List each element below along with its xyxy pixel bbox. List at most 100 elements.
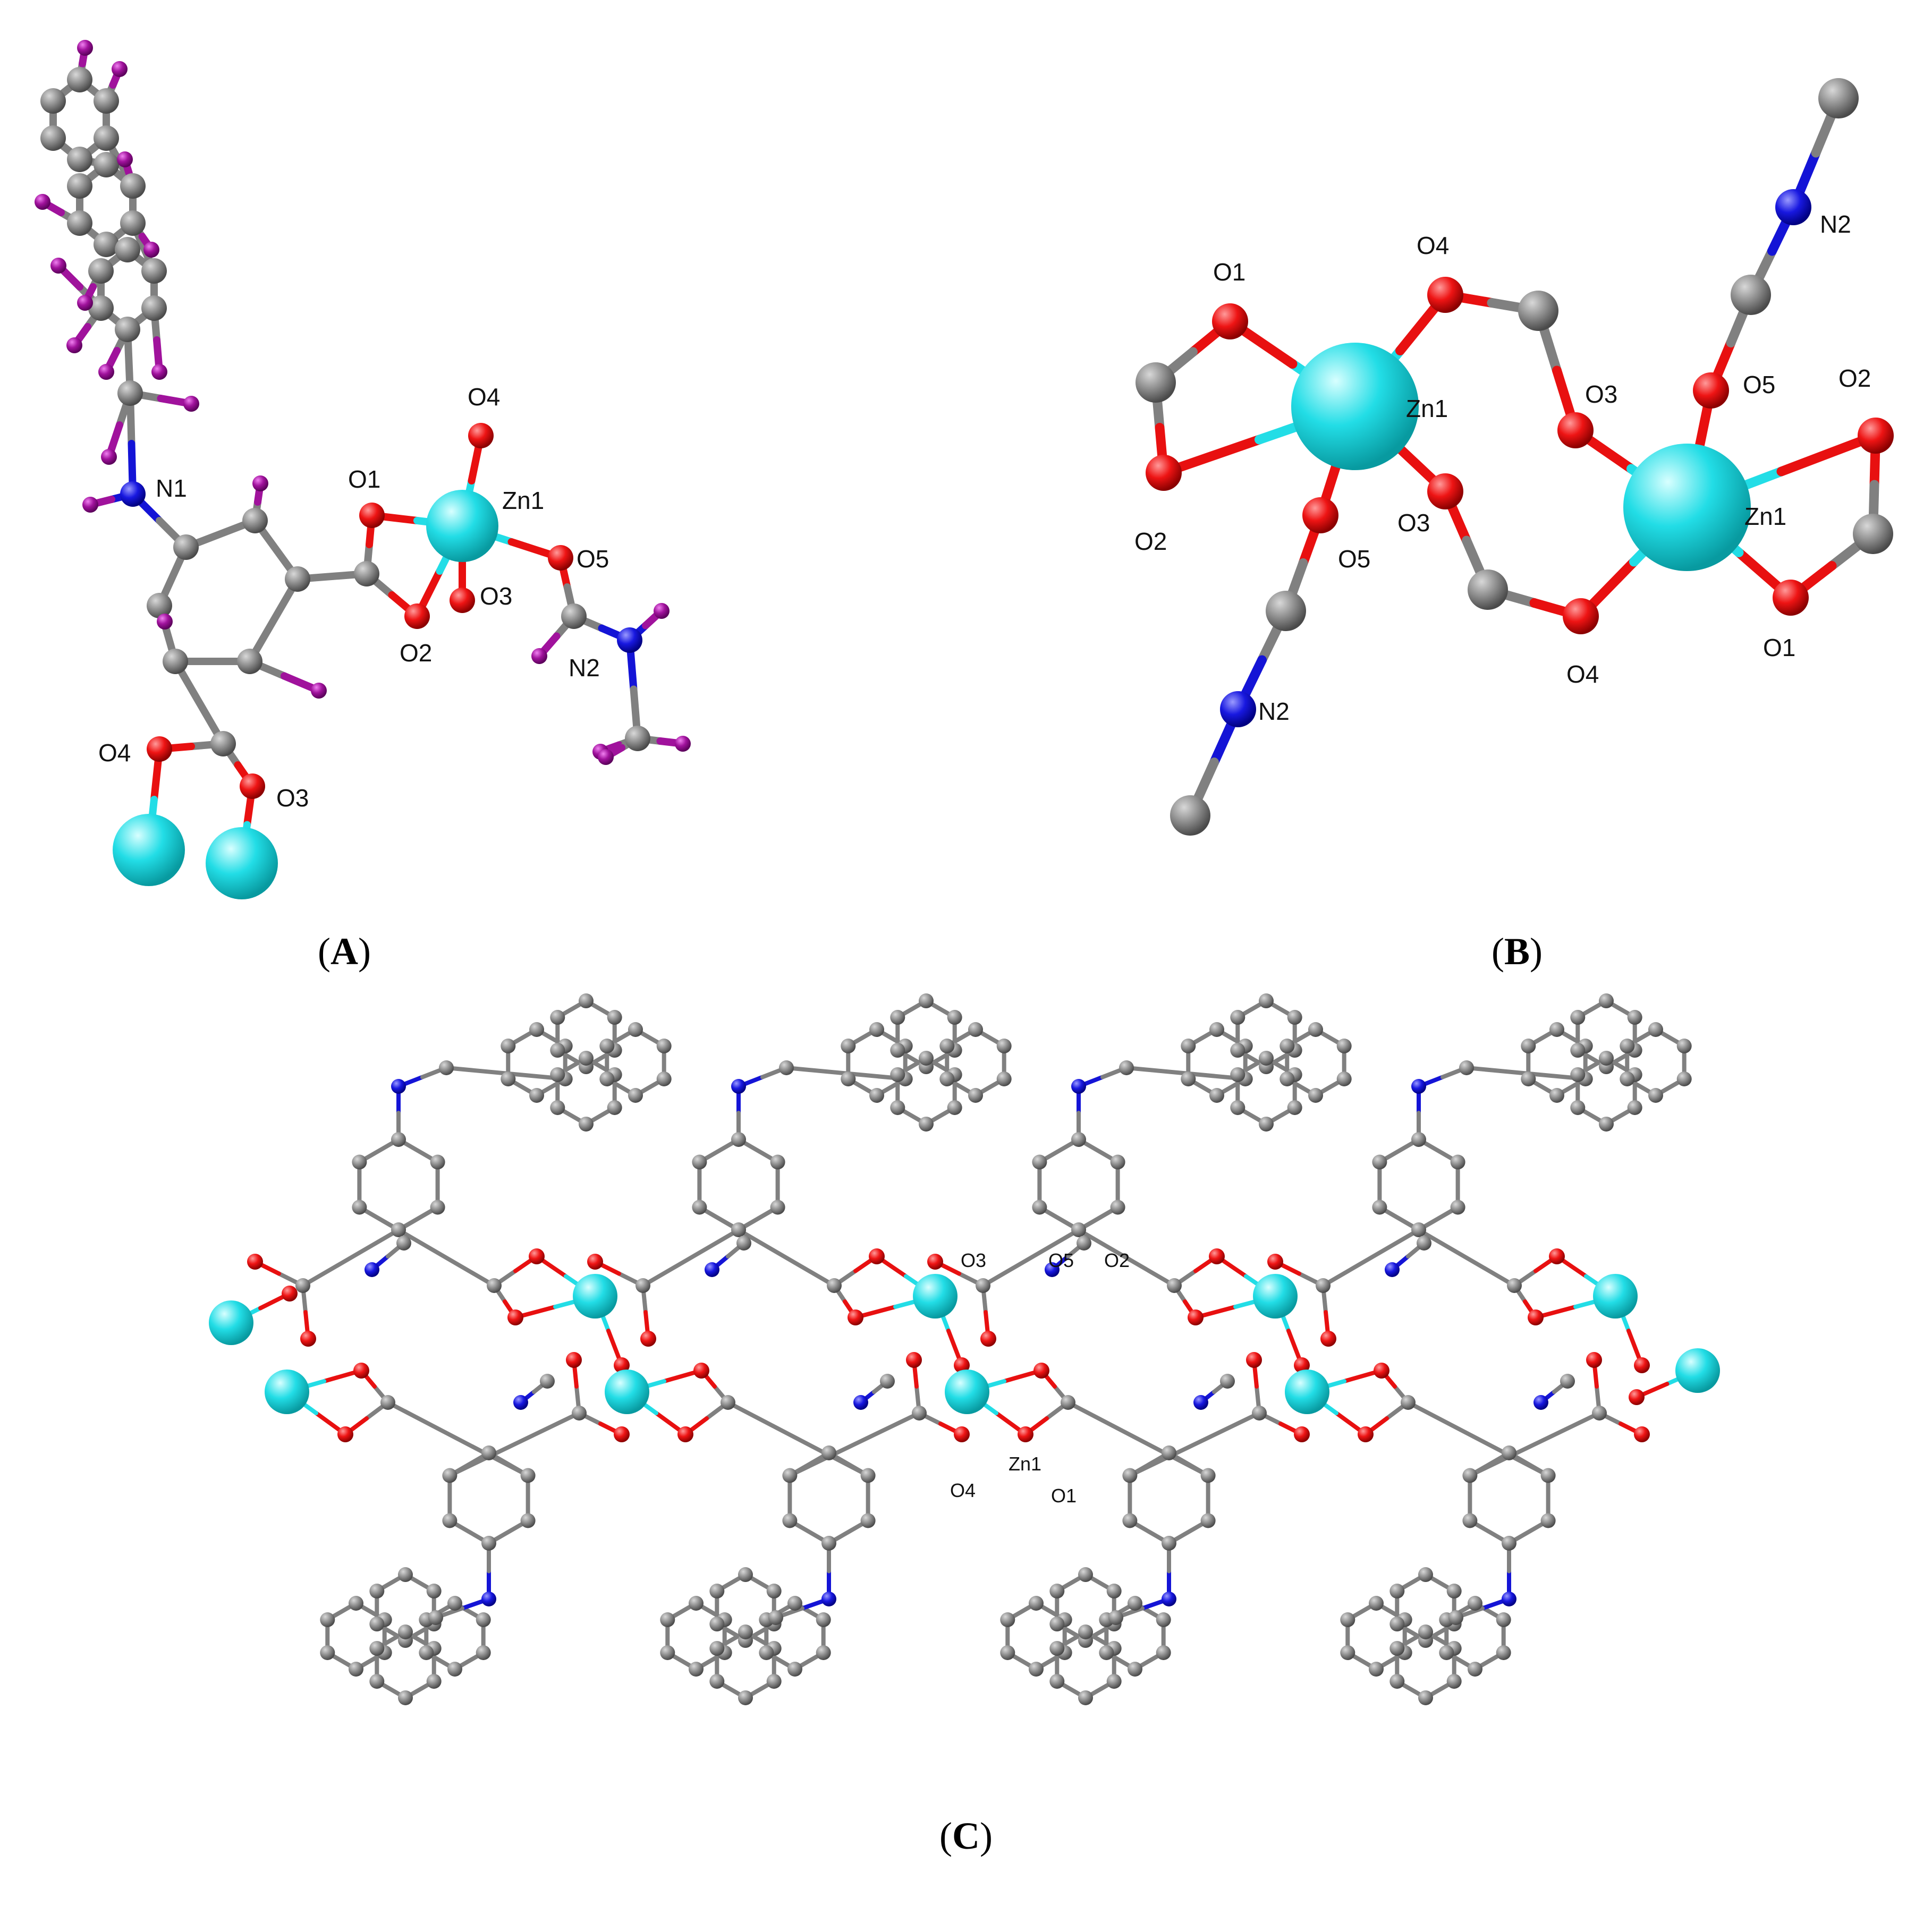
carbon-atom bbox=[442, 1513, 457, 1528]
carbon-atom bbox=[599, 1071, 615, 1086]
hydrogen-atom bbox=[82, 497, 98, 513]
carbon-atom bbox=[1106, 1673, 1122, 1689]
carbon-atom bbox=[1308, 1088, 1323, 1103]
oxygen-atom bbox=[1858, 418, 1894, 454]
oxygen-atom bbox=[147, 736, 172, 762]
nitrogen-atom bbox=[391, 1079, 406, 1094]
carbon-atom bbox=[391, 1132, 406, 1147]
nitrogen-atom bbox=[1775, 189, 1811, 225]
label-zn1: Zn1 bbox=[1009, 1453, 1041, 1475]
carbon-atom bbox=[295, 1278, 310, 1293]
label-n1: N1 bbox=[156, 474, 187, 502]
oxygen-atom bbox=[548, 545, 573, 571]
carbon-atom bbox=[1448, 1610, 1463, 1625]
hydrogen-atom bbox=[654, 603, 670, 619]
bond bbox=[172, 658, 227, 747]
zinc-atom bbox=[1253, 1274, 1298, 1319]
label-o1: O1 bbox=[348, 465, 380, 493]
oxygen-atom bbox=[614, 1426, 630, 1442]
carbon-atom bbox=[1507, 1278, 1522, 1293]
carbon-atom bbox=[841, 1071, 856, 1086]
label-o2-left: O2 bbox=[1134, 528, 1167, 555]
oxygen-atom bbox=[587, 1254, 603, 1270]
carbon-atom bbox=[919, 993, 934, 1009]
carbon-atom bbox=[1521, 1039, 1536, 1053]
carbon-atom bbox=[1417, 1236, 1431, 1251]
carbon-atom bbox=[1128, 1596, 1142, 1611]
hydrogen-atom bbox=[151, 364, 167, 380]
oxygen-atom bbox=[353, 1363, 369, 1379]
carbon-atom bbox=[352, 1200, 367, 1215]
carbon-atom bbox=[1439, 1645, 1454, 1660]
zinc-atom bbox=[1593, 1274, 1638, 1319]
carbon-atom bbox=[1209, 1088, 1224, 1103]
carbon-atom bbox=[529, 1088, 544, 1103]
carbon-atom bbox=[1336, 1039, 1352, 1053]
bonds bbox=[39, 44, 687, 867]
carbon-atom bbox=[419, 1645, 434, 1660]
carbon-atom bbox=[890, 1043, 905, 1058]
carbon-atom bbox=[1029, 1596, 1044, 1611]
carbon-atom bbox=[1369, 1662, 1384, 1677]
bond bbox=[697, 1205, 836, 1288]
carbon-atom bbox=[1336, 1071, 1352, 1086]
carbon-atom bbox=[607, 1010, 622, 1025]
carbon-atom bbox=[779, 1060, 794, 1075]
oxygen-atom bbox=[1294, 1357, 1310, 1373]
oxygen-atom bbox=[927, 1254, 943, 1270]
carbon-atom bbox=[237, 649, 262, 674]
carbon-atom bbox=[787, 1596, 802, 1611]
carbon-atom bbox=[1521, 1071, 1536, 1086]
carbon-atom bbox=[731, 1132, 746, 1147]
carbon-atom bbox=[1496, 1645, 1511, 1660]
caption-a: (A) bbox=[318, 930, 371, 973]
oxygen-atom bbox=[640, 1331, 656, 1347]
carbon-atom bbox=[115, 317, 140, 342]
oxygen-atom bbox=[980, 1331, 996, 1347]
bond bbox=[1377, 1205, 1516, 1288]
carbon-atom bbox=[1818, 78, 1859, 118]
label-o1-left: O1 bbox=[1213, 258, 1245, 286]
carbon-atom bbox=[1259, 993, 1274, 1009]
carbon-atom bbox=[1181, 1071, 1196, 1086]
nitrogen-atom bbox=[481, 1592, 496, 1606]
bond bbox=[1468, 1411, 1601, 1478]
carbon-atom bbox=[1029, 1662, 1044, 1677]
carbon-atom bbox=[141, 258, 167, 284]
hydrogen-atom bbox=[252, 475, 268, 491]
label-n2-right: N2 bbox=[1820, 210, 1851, 238]
hydrogen-atom bbox=[143, 242, 159, 258]
carbon-atom bbox=[816, 1612, 831, 1627]
zinc-atom bbox=[426, 490, 498, 562]
label-o3-bottom: O3 bbox=[276, 784, 309, 812]
zinc-atom bbox=[913, 1274, 957, 1319]
carbon-atom bbox=[628, 1088, 643, 1103]
nitrogen-atom bbox=[1533, 1395, 1548, 1410]
carbon-atom bbox=[1000, 1612, 1015, 1627]
carbon-atom bbox=[1136, 362, 1176, 403]
carbon-atom bbox=[285, 566, 310, 592]
carbon-atom bbox=[1560, 1374, 1575, 1389]
carbon-atom bbox=[94, 152, 119, 177]
carbon-atom bbox=[738, 1690, 753, 1705]
carbon-atom bbox=[1450, 1200, 1465, 1215]
oxygen-atom bbox=[954, 1357, 970, 1373]
carbon-atom bbox=[1181, 1039, 1196, 1053]
carbon-atom bbox=[1372, 1154, 1387, 1170]
carbon-atom bbox=[827, 1278, 842, 1293]
nitrogen-atom bbox=[1162, 1592, 1176, 1606]
hydrogen-atom bbox=[157, 614, 173, 630]
carbon-atom bbox=[398, 1690, 413, 1705]
carbon-atom bbox=[94, 88, 119, 114]
oxygen-atom bbox=[1320, 1331, 1336, 1347]
carbon-atom bbox=[692, 1154, 707, 1170]
carbon-atom bbox=[442, 1468, 457, 1483]
carbon-atom bbox=[625, 726, 650, 751]
nitrogen-atom bbox=[1385, 1262, 1400, 1277]
carbon-atom bbox=[1071, 1132, 1086, 1147]
carbon-atom bbox=[1032, 1154, 1047, 1170]
bonds bbox=[229, 999, 1700, 1700]
carbon-atom bbox=[550, 1043, 565, 1058]
oxygen-atom bbox=[404, 603, 430, 629]
zinc-atom bbox=[945, 1370, 989, 1414]
